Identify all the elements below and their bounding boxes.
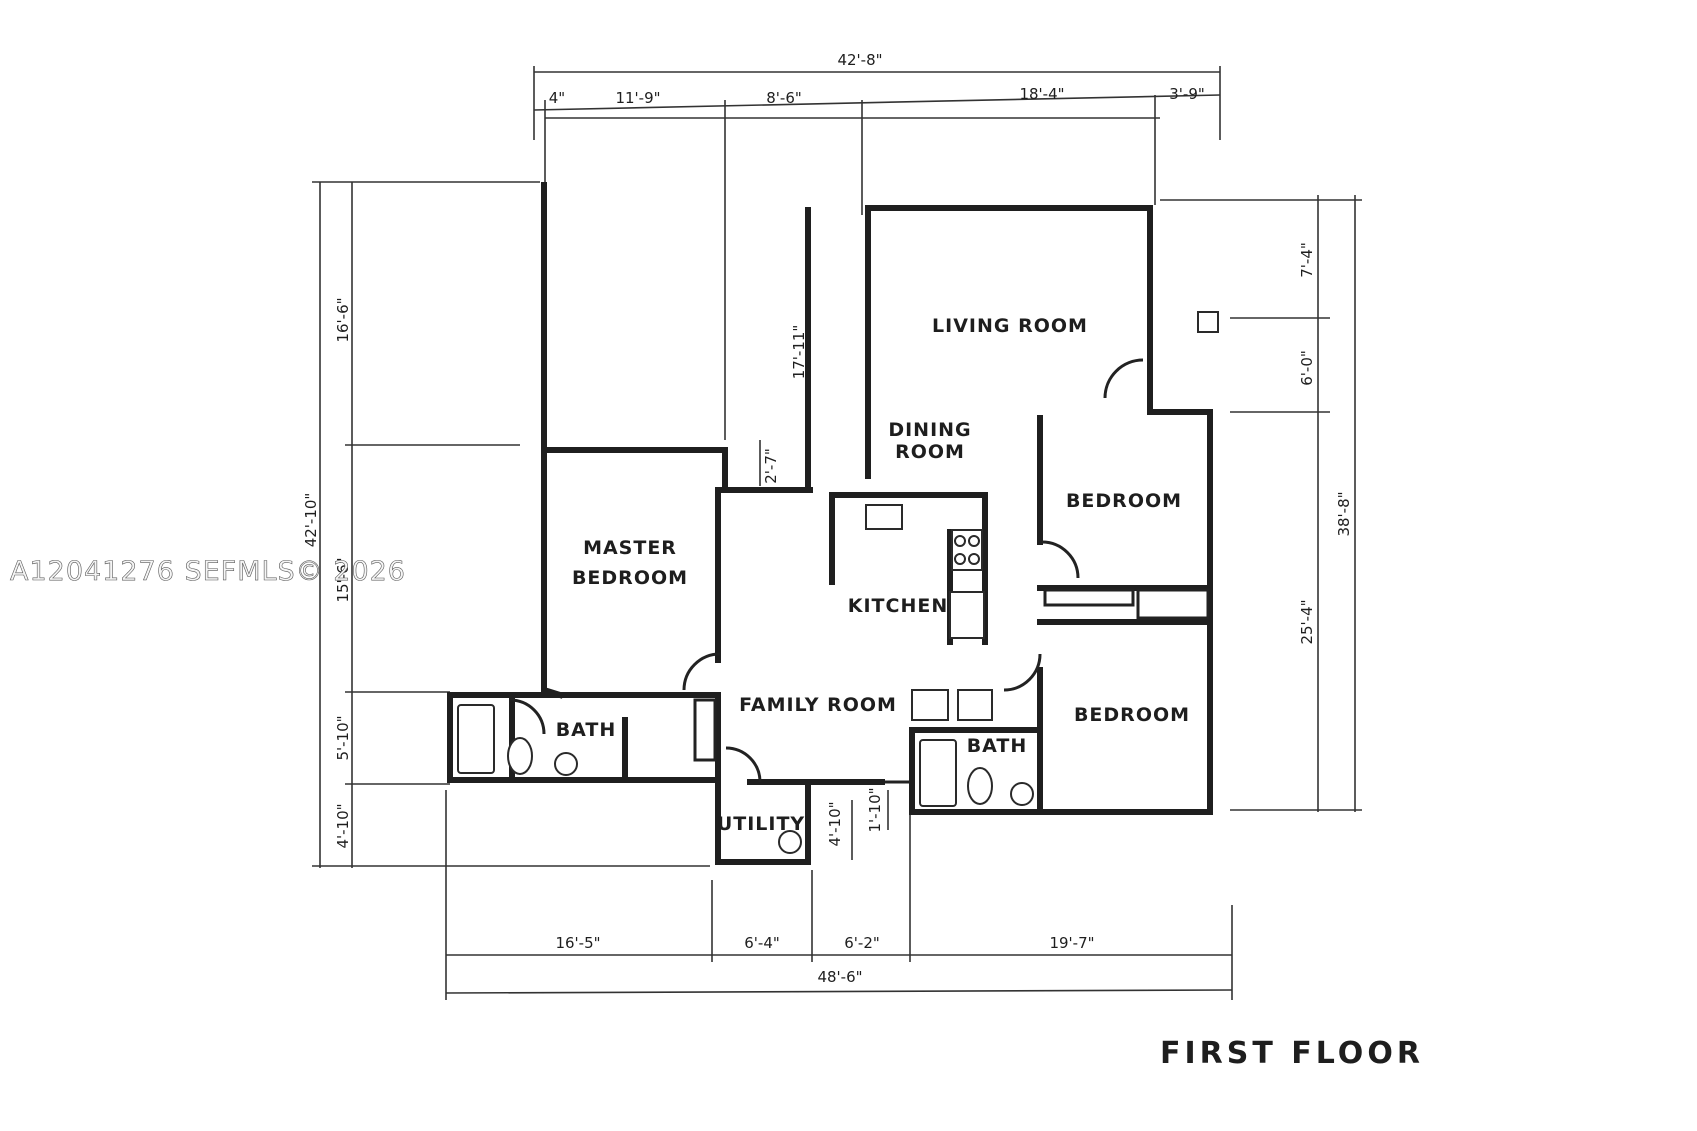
dim-left-seg-2: 15'-6" (334, 557, 352, 602)
dim-left-seg-4: 4'-10" (334, 803, 352, 848)
dim-bottom-seg-4: 19'-7" (1049, 934, 1094, 952)
dim-top-seg-3: 8'-6" (766, 89, 802, 107)
dim-top-seg-1: 4" (549, 89, 565, 107)
watermark-text: A12041276 SEFMLS© 2026 (10, 556, 406, 587)
dim-top-seg-5: 3'-9" (1169, 85, 1205, 103)
room-utility: UTILITY (717, 813, 805, 835)
dim-right-seg-2: 6'-0" (1298, 350, 1316, 386)
room-bedroom-lower: BEDROOM (1074, 704, 1190, 726)
dim-right-total: 38'-8" (1335, 491, 1353, 536)
dim-left-seg-1: 16'-6" (334, 297, 352, 342)
dim-right-seg-3: 25'-4" (1298, 599, 1316, 644)
dim-bottom-seg-3: 6'-2" (844, 934, 880, 952)
dim-left-seg-3: 5'-10" (334, 715, 352, 760)
dim-top-seg-2: 11'-9" (615, 89, 660, 107)
dim-right-seg-1: 7'-4" (1298, 242, 1316, 278)
dim-bottom-seg-2: 6'-4" (744, 934, 780, 952)
walls (447, 182, 1213, 865)
room-dining-room-line1: DINING (888, 419, 971, 441)
room-bedroom-upper: BEDROOM (1066, 490, 1182, 512)
floor-title: FIRST FLOOR (1160, 1036, 1424, 1071)
room-living-room: LIVING ROOM (932, 315, 1088, 337)
dim-interior-2: 2'-7" (762, 448, 780, 484)
dim-top-seg-4: 18'-4" (1019, 85, 1064, 103)
dimension-lines (312, 66, 1362, 1000)
room-family-room: FAMILY ROOM (739, 694, 897, 716)
dim-left-total: 42'-10" (302, 493, 320, 548)
room-bath: BATH (967, 735, 1028, 757)
room-kitchen: KITCHEN (848, 595, 948, 617)
dim-bottom-total: 48'-6" (817, 968, 862, 986)
dim-interior-3: 4'-10" (826, 801, 844, 846)
dim-bottom-seg-1: 16'-5" (555, 934, 600, 952)
dim-top-total: 42'-8" (837, 51, 882, 69)
room-master-bath: BATH (556, 719, 617, 741)
room-master-bedroom-line2: BEDROOM (572, 567, 688, 589)
fixtures (457, 311, 1219, 854)
dim-interior-1: 17'-11" (790, 325, 808, 380)
room-dining-room-line2: ROOM (895, 441, 965, 463)
room-master-bedroom-line1: MASTER (583, 537, 677, 559)
dim-interior-4: 1'-10" (866, 787, 884, 832)
